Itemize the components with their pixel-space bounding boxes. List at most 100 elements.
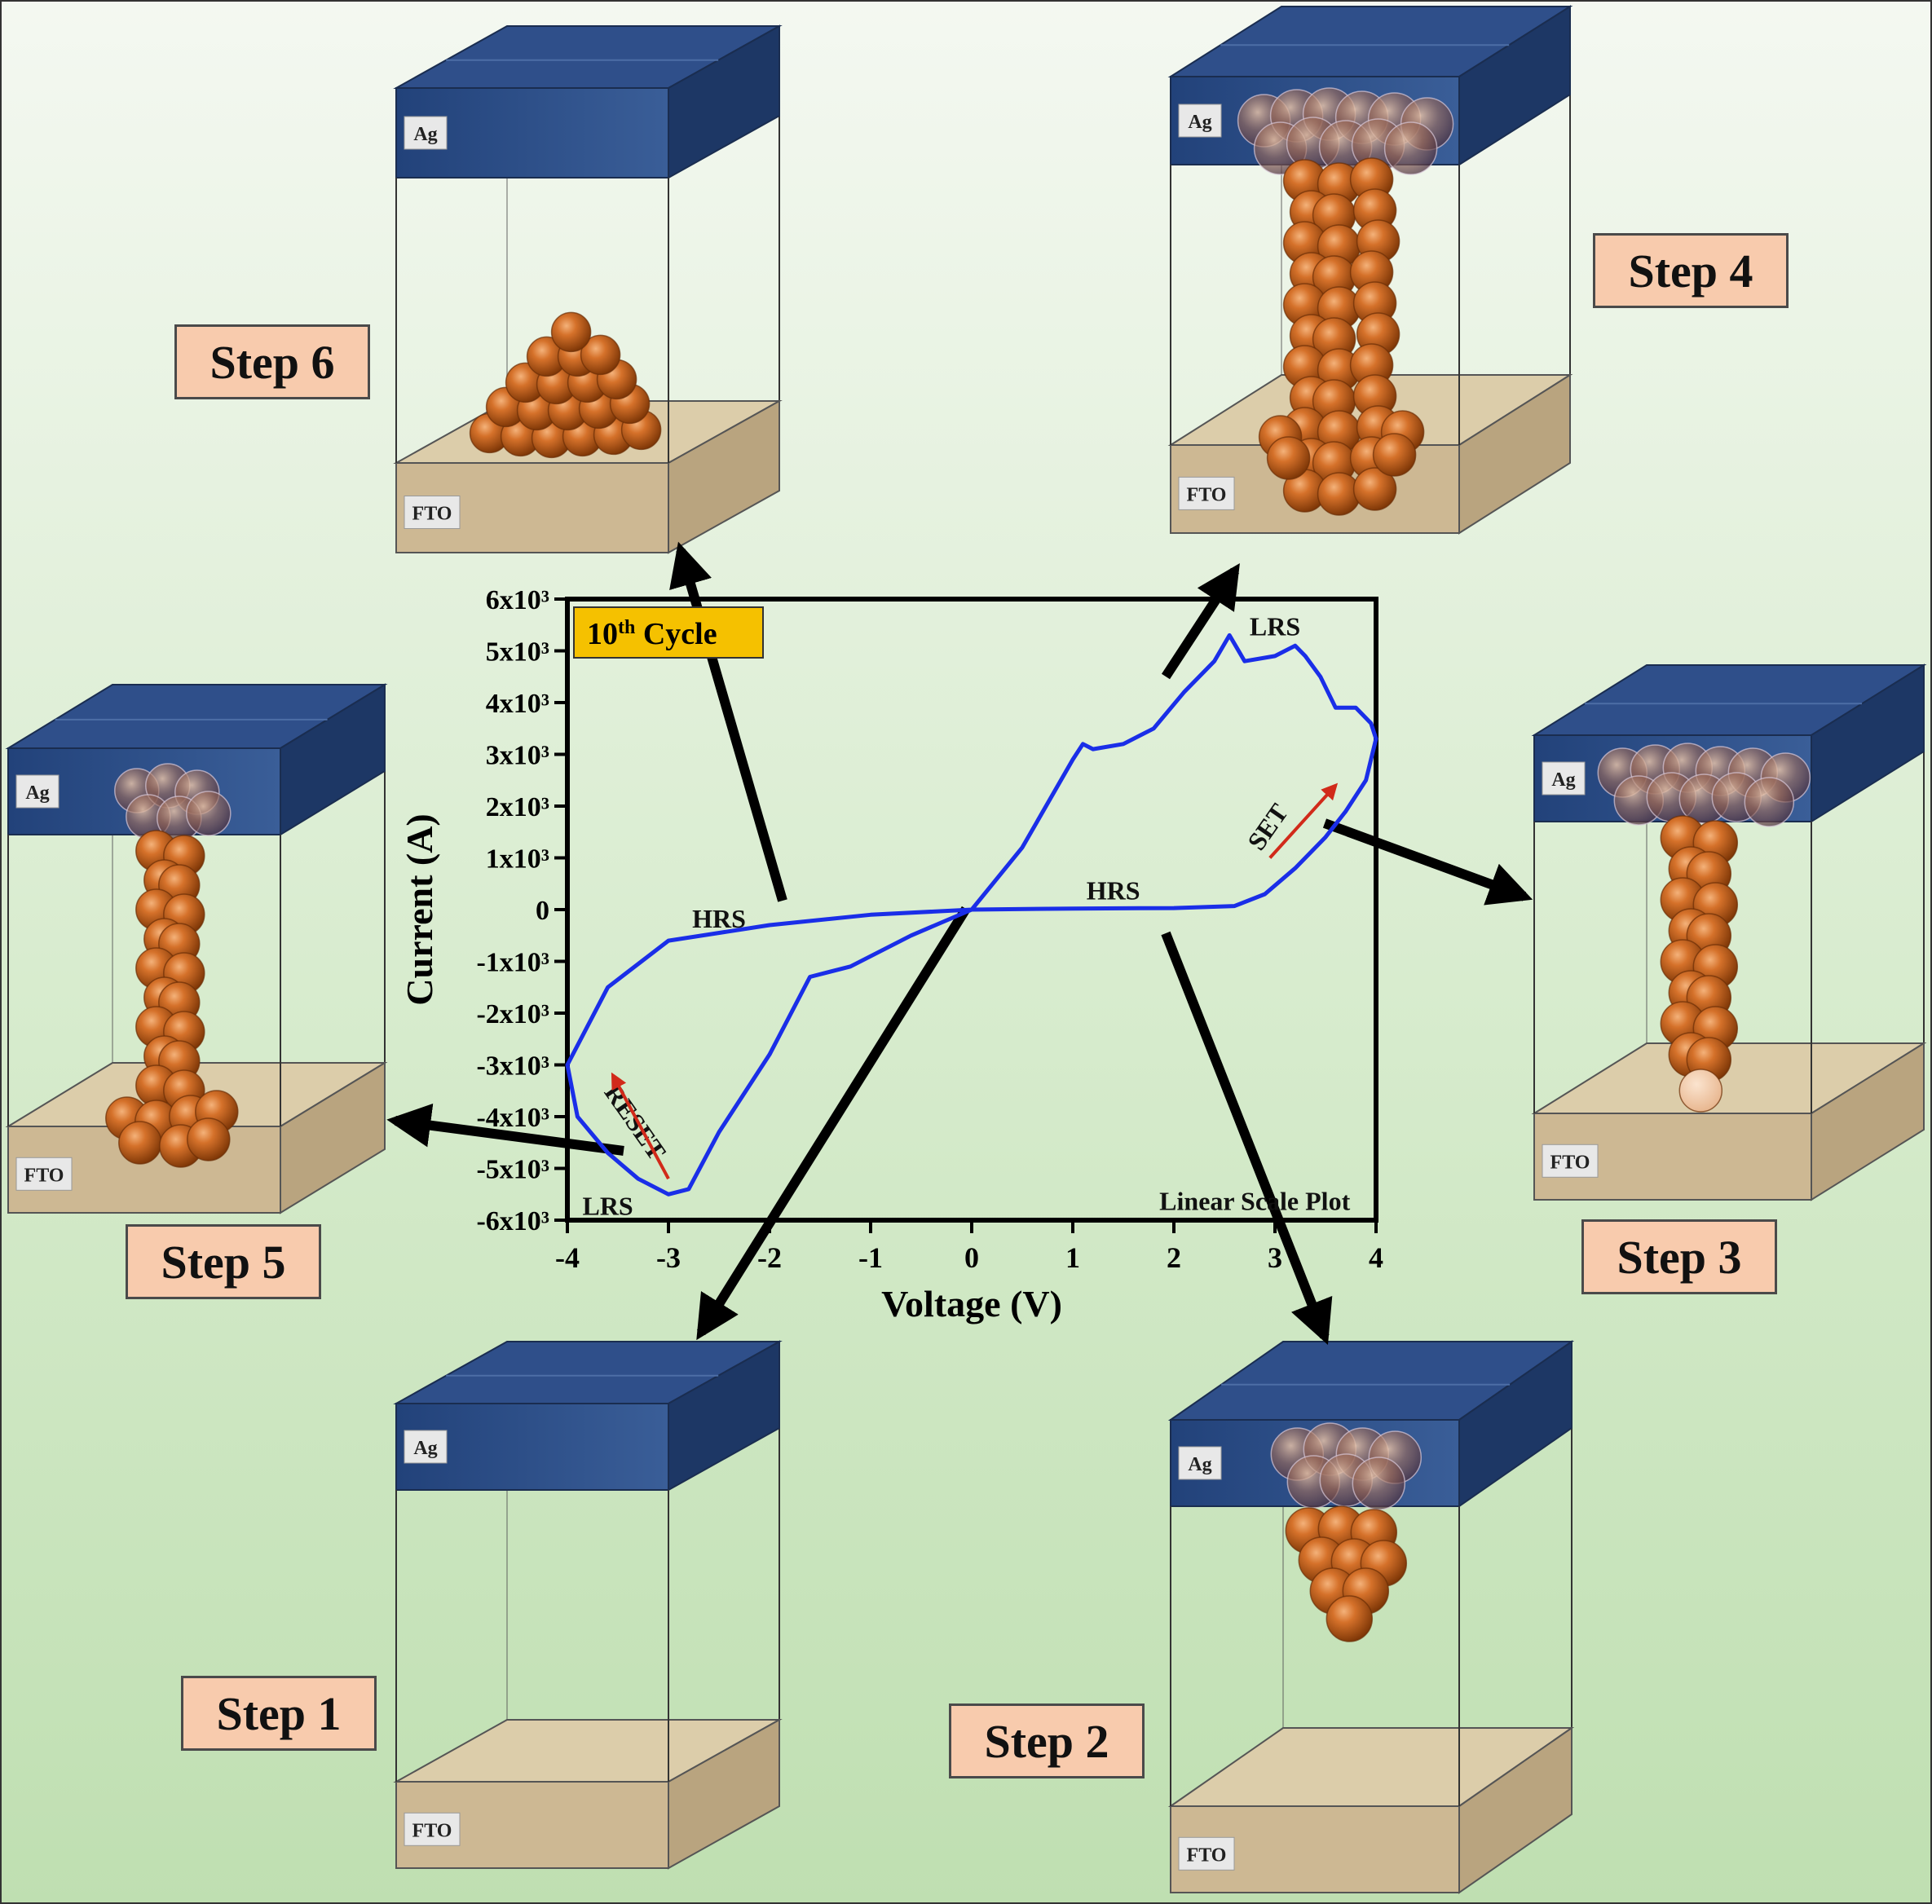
y-tick-label: 3x10³ (486, 741, 549, 771)
step-3-label: Step 3 (1581, 1219, 1777, 1294)
y-tick-label: -4x10³ (476, 1103, 549, 1133)
filament-sphere (580, 334, 621, 376)
x-tick-label: 1 (1065, 1241, 1080, 1274)
fto-side-face (280, 1061, 386, 1214)
fto-label: FTO (24, 1165, 64, 1186)
arrow-to-step-1 (696, 906, 971, 1341)
fto-label: FTO (1187, 484, 1227, 505)
memristor-cell-step-4: FTO Ag (1167, 5, 1573, 535)
x-tick-label: -2 (757, 1241, 782, 1274)
y-tick-label: 4x10³ (486, 689, 549, 719)
memristor-cell-step-2: FTO Ag (1167, 1340, 1575, 1894)
y-tick-label: 1x10³ (486, 844, 549, 875)
memristor-cell-step-5: FTO Ag (5, 683, 388, 1214)
fto-tag (404, 496, 461, 529)
fto-label: FTO (412, 504, 452, 525)
y-tick-label: 0 (536, 896, 549, 926)
fto-side-face (668, 1718, 780, 1870)
fto-label: FTO (412, 1820, 452, 1841)
ag-label: Ag (413, 1438, 437, 1459)
fto-tag (1542, 1144, 1599, 1178)
x-tick-label: 2 (1167, 1241, 1181, 1274)
filament-sphere (1383, 121, 1438, 175)
ag-label: Ag (25, 782, 49, 804)
arrow-to-step-5 (386, 1103, 624, 1156)
filament-sphere (1352, 467, 1397, 511)
filament-sphere (187, 1117, 231, 1161)
y-tick-label: 2x10³ (486, 792, 549, 822)
cycle-inset-label: 10th Cycle (587, 617, 717, 651)
ag-tag (404, 1430, 448, 1464)
ag-side-face (280, 683, 386, 836)
memristor-cell-step-1: FTO Ag (393, 1340, 783, 1870)
ag-label: Ag (1188, 1454, 1211, 1475)
fto-label: FTO (1187, 1844, 1227, 1866)
filament-sphere (1325, 1595, 1374, 1642)
x-axis-title: Voltage (V) (881, 1283, 1062, 1324)
ag-side-face (1811, 663, 1925, 823)
fto-side-face (1811, 1042, 1925, 1201)
y-tick-label: -3x10³ (476, 1051, 549, 1082)
fto-tag (15, 1157, 73, 1191)
ag-label: Ag (1551, 769, 1575, 791)
iv-curve-line (565, 632, 1378, 1197)
x-tick-label: -1 (858, 1241, 883, 1274)
ag-side-face (668, 1340, 780, 1492)
step-6-label: Step 6 (174, 324, 370, 399)
reset-direction-arrow (611, 1072, 670, 1180)
ag-side-face (668, 24, 780, 179)
fto-side-face (668, 399, 780, 554)
arrow-to-step-3 (1322, 818, 1533, 906)
linear-scale-plot-label: Linear Scale Plot (1159, 1186, 1350, 1215)
ag-tag (1542, 761, 1586, 796)
x-tick-label: -4 (555, 1241, 580, 1274)
lrs-label-positive: LRS (1250, 611, 1300, 641)
set-direction-arrow (1268, 782, 1339, 859)
filament-sphere (1744, 777, 1795, 827)
filament-sphere (186, 791, 232, 836)
filament-sphere (1352, 1457, 1406, 1510)
x-tick-label: -3 (656, 1241, 681, 1274)
y-tick-label: -6x10³ (476, 1206, 549, 1236)
fto-tag (404, 1812, 461, 1846)
fto-tag (1178, 1836, 1235, 1871)
ag-label: Ag (1188, 112, 1211, 133)
fto-side-face (1458, 1726, 1573, 1894)
ag-side-face (1458, 5, 1571, 166)
y-tick-label: -1x10³ (476, 948, 549, 978)
fto-side-face (1458, 373, 1571, 535)
filament-sphere (118, 1121, 162, 1165)
memristor-cell-step-3: FTO Ag (1531, 663, 1927, 1201)
ag-tag (1178, 1446, 1222, 1480)
arrow-to-step-4 (1161, 562, 1240, 680)
filament-sphere (1678, 1069, 1723, 1113)
step-5-label: Step 5 (126, 1224, 321, 1299)
y-tick-label: -2x10³ (476, 999, 549, 1029)
filament-sphere (550, 311, 592, 353)
x-tick-label: 3 (1268, 1241, 1282, 1274)
y-tick-label: 6x10³ (486, 585, 549, 615)
fto-tag (1178, 476, 1235, 510)
ag-tag (404, 116, 448, 150)
hrs-label-positive: HRS (1087, 875, 1140, 905)
x-tick-label: 4 (1369, 1241, 1383, 1274)
y-tick-label: 5x10³ (486, 637, 549, 668)
cycle-inset-box (573, 606, 764, 659)
y-tick-label: -5x10³ (476, 1155, 549, 1185)
x-tick-label: 0 (964, 1241, 979, 1274)
filament-sphere (1372, 433, 1417, 477)
hrs-label-negative: HRS (692, 904, 746, 933)
step-2-label: Step 2 (949, 1703, 1145, 1778)
ag-label: Ag (413, 124, 437, 145)
ag-tag (15, 774, 60, 809)
filament-sphere (1266, 436, 1311, 480)
y-axis-title: Current (A) (399, 813, 440, 1005)
step-1-label: Step 1 (181, 1676, 377, 1751)
fto-label: FTO (1550, 1152, 1590, 1173)
memristor-cell-step-6: FTO Ag (393, 24, 783, 554)
ag-side-face (1458, 1340, 1573, 1508)
ag-tag (1178, 104, 1222, 138)
step-4-label: Step 4 (1593, 233, 1789, 308)
